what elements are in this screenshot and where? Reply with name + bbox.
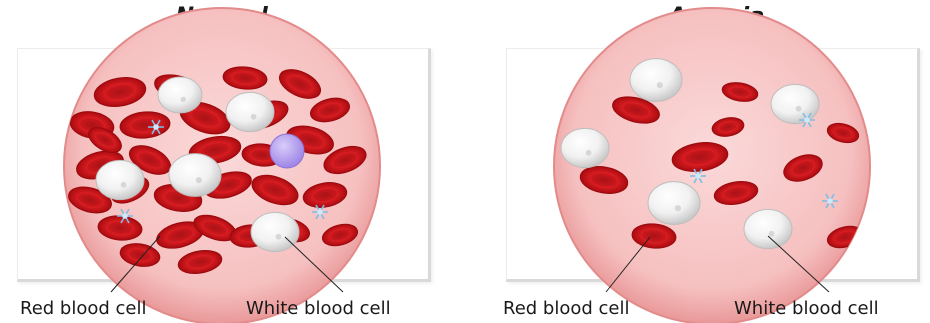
- white-blood-cell: [648, 182, 700, 225]
- white-blood-cell: [158, 77, 202, 113]
- white-blood-cell: [561, 128, 609, 167]
- white-blood-cell: [251, 212, 299, 251]
- anemia-rbc-label: Red blood cell: [503, 298, 630, 319]
- white-blood-cell: [744, 209, 792, 248]
- white-blood-cell: [630, 59, 682, 102]
- anemia-wbc-label: White blood cell: [734, 298, 879, 319]
- white-blood-cell: [226, 92, 274, 131]
- white-blood-cell: [771, 84, 819, 123]
- white-blood-cell: [96, 160, 144, 199]
- normal-wbc-label: White blood cell: [246, 298, 391, 319]
- lymphocyte-cell: [270, 134, 304, 168]
- white-blood-cell: [169, 154, 221, 197]
- normal-rbc-label: Red blood cell: [20, 298, 147, 319]
